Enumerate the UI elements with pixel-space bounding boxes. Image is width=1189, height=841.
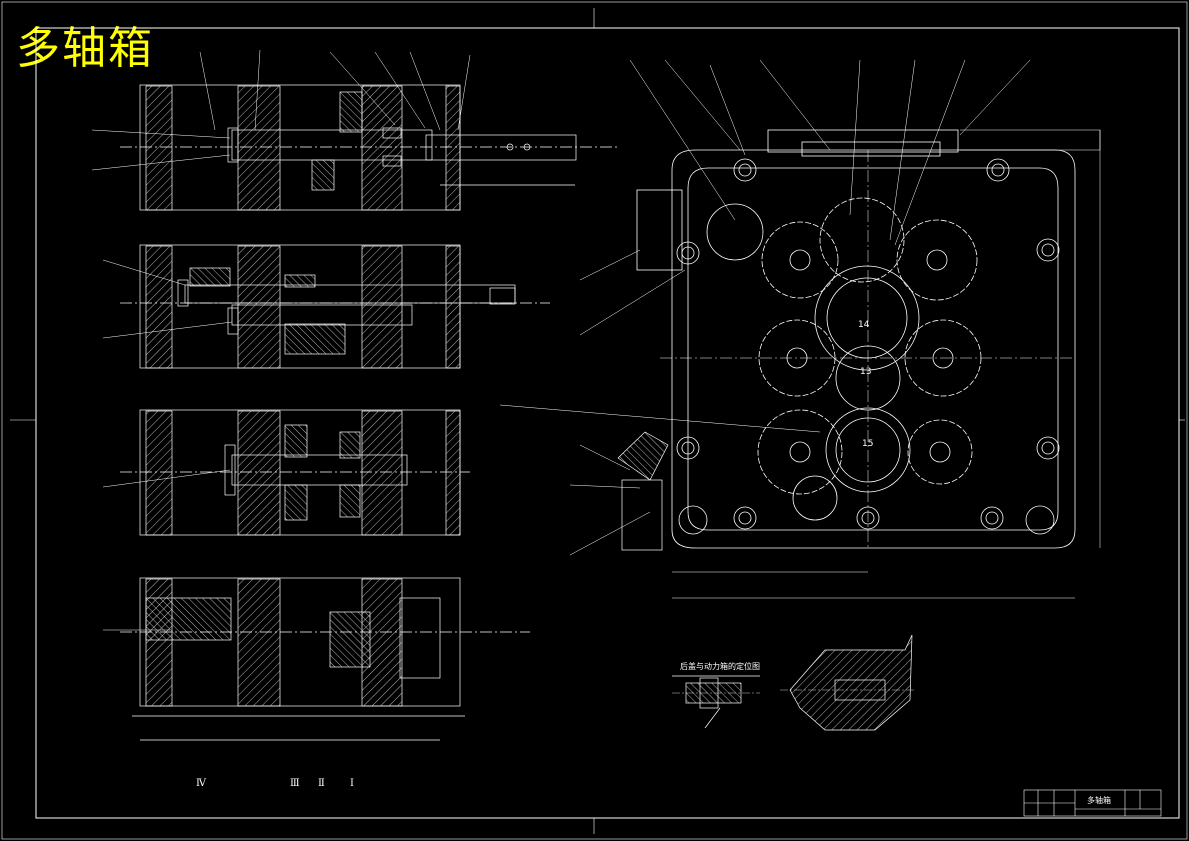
gear-label-15: 15 <box>862 439 873 449</box>
left-leaders <box>91 49 471 631</box>
title-block <box>1023 789 1162 817</box>
section-label-ii: Ⅱ <box>318 778 325 789</box>
section-view-1 <box>120 84 620 211</box>
section-label-i: Ⅰ <box>350 778 354 789</box>
inset-cutaway-view <box>780 634 915 731</box>
title-block-name: 多轴箱 <box>1087 795 1111 805</box>
gearbox-main-view <box>636 129 1101 599</box>
gear-label-13: 13 <box>860 367 871 377</box>
section-label-iii: Ⅲ <box>290 778 300 789</box>
inset-positioning-view <box>672 675 760 729</box>
section-label-iv: Ⅳ <box>196 778 206 789</box>
section-view-3 <box>120 409 470 536</box>
section-view-2 <box>120 244 550 369</box>
inset-title: 后盖与动力箱的定位图 <box>680 661 760 671</box>
right-leaders <box>499 59 1031 556</box>
side-fitting <box>617 431 669 551</box>
drawing-title: 多轴箱 <box>16 23 154 74</box>
section-view-4 <box>120 577 530 741</box>
gear-label-14: 14 <box>858 320 870 330</box>
